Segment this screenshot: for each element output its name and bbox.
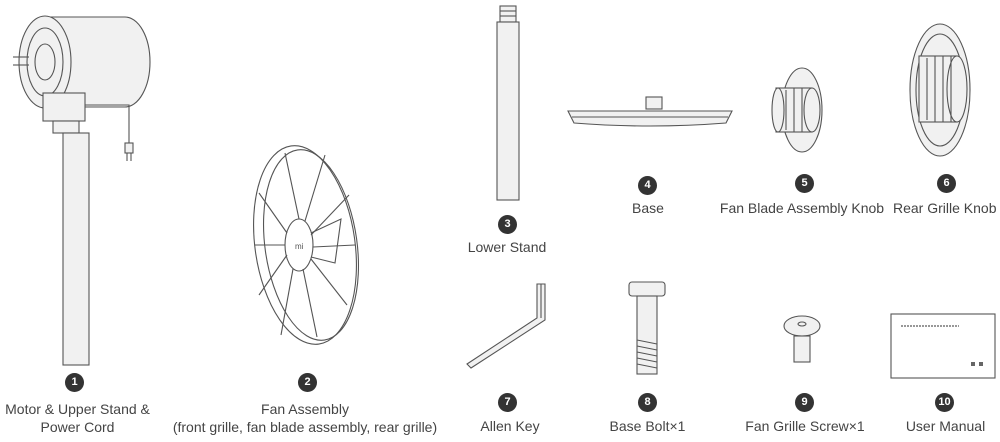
part-7-label-line-1: Allen Key <box>480 418 540 434</box>
part-6-label: Rear Grille Knob <box>893 199 1000 217</box>
part-9-number-badge: 9 <box>795 393 814 412</box>
part-4-label: Base <box>588 199 708 217</box>
part-3-label-line-1: Lower Stand <box>467 239 547 255</box>
part-6-number-badge: 6 <box>937 174 956 193</box>
part-8-number-badge: 8 <box>638 393 657 412</box>
part-6-label-line-1: Rear Grille Knob <box>893 200 997 216</box>
part-4-label-line-1: Base <box>632 200 664 216</box>
part-5-number-badge: 5 <box>795 174 814 193</box>
part-2-label-line-1: Fan Assembly <box>261 401 349 417</box>
lower-stand-icon <box>496 5 520 201</box>
part-1-label: Motor & Upper Stand & Power Cord <box>0 400 155 436</box>
part-1-label-line-2: Power Cord <box>40 419 115 435</box>
part-1-label-line-1: Motor & Upper Stand & <box>5 401 150 417</box>
user-manual-icon <box>890 313 996 379</box>
allen-key-icon <box>466 283 546 369</box>
part-9-label-line-1: Fan Grille Screw×1 <box>745 418 865 434</box>
part-8-label: Base Bolt×1 <box>590 417 705 435</box>
rear-grille-knob-icon <box>909 23 971 157</box>
part-1-number-badge: 1 <box>65 373 84 392</box>
base-icon <box>567 96 733 127</box>
part-3-label: Lower Stand <box>447 238 567 256</box>
part-5-label-line-1: Fan Blade Assembly Knob <box>719 200 885 216</box>
part-5-label: Fan Blade Assembly Knob <box>712 199 892 217</box>
part-8-label-line-1: Base Bolt×1 <box>609 418 686 434</box>
part-3-number-badge: 3 <box>498 215 517 234</box>
part-2-label: Fan Assembly (front grille, fan blade as… <box>155 400 455 436</box>
part-2-number-badge: 2 <box>298 373 317 392</box>
part-7-number-badge: 7 <box>498 393 517 412</box>
svg-text:mi: mi <box>295 242 304 251</box>
part-10-label-line-1: User Manual <box>905 418 986 434</box>
fan-grille-screw-icon <box>783 315 821 363</box>
part-2-label-line-2: (front grille, fan blade assembly, rear … <box>172 419 438 435</box>
part-10-number-badge: 10 <box>935 393 954 412</box>
part-10-label: User Manual <box>893 417 998 435</box>
motor-upper-stand-icon <box>13 15 151 366</box>
fan-assembly-icon: mi <box>253 145 360 345</box>
base-bolt-icon <box>628 281 666 375</box>
part-4-number-badge: 4 <box>638 176 657 195</box>
fan-blade-knob-icon <box>771 67 823 153</box>
part-9-label: Fan Grille Screw×1 <box>735 417 875 435</box>
part-7-label: Allen Key <box>460 417 560 435</box>
